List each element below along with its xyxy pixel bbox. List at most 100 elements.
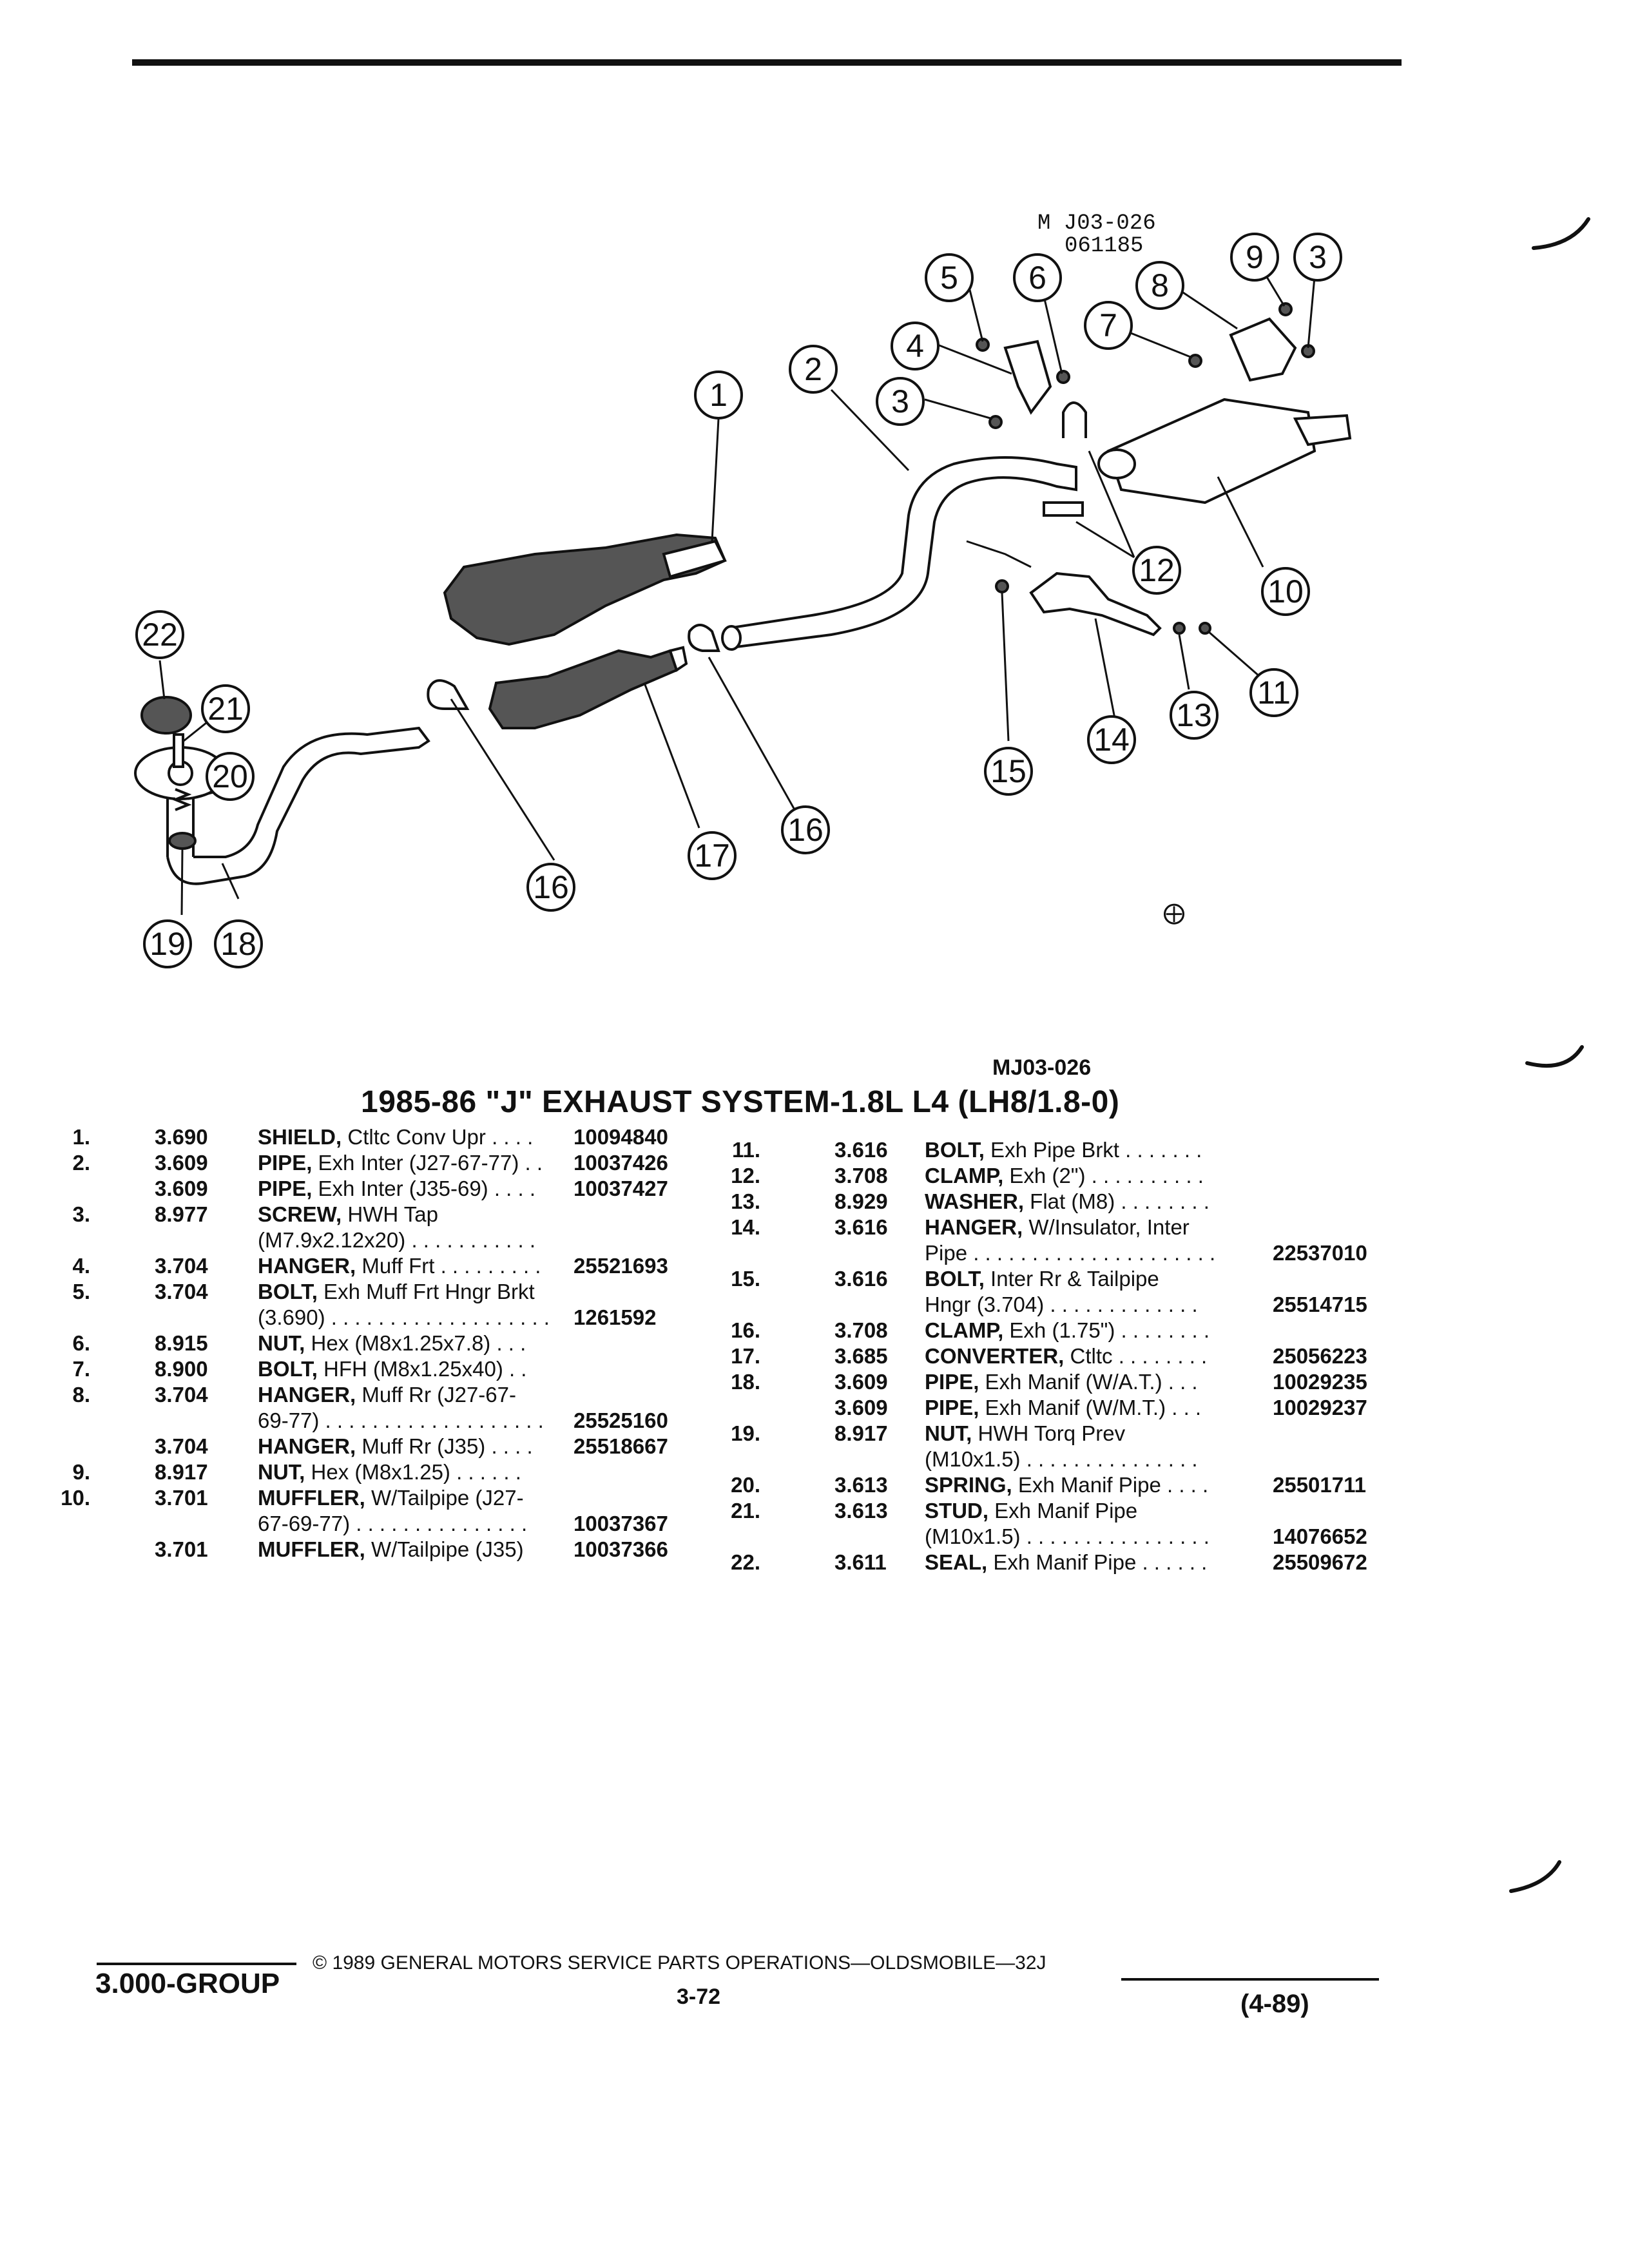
part-name: CLAMP, [925,1318,1004,1342]
part-name: PIPE, [258,1151,313,1175]
svg-text:11: 11 [1257,675,1291,711]
manifold-nut [168,832,197,850]
manifold-seal [140,696,192,735]
part-detail: 69-77) . . . . . . . . . . . . . . . . .… [258,1408,544,1432]
muffler-tailpipe [1293,414,1352,447]
part-description: CLAMP, Exh (2") . . . . . . . . . . [925,1163,1204,1189]
callout-19: 19 [143,919,192,968]
part-description: CONVERTER, Ctltc . . . . . . . . [925,1343,1207,1369]
heat-shield-band [662,539,727,579]
part-name: NUT, [925,1421,972,1445]
part-description: Hngr (3.704) . . . . . . . . . . . . . [925,1292,1198,1318]
svg-text:3: 3 [891,383,909,419]
part-detail: Exh Inter (J27-67-77) . . [312,1151,543,1175]
part-name: PIPE, [925,1370,979,1394]
footer-rule-left [97,1963,296,1965]
nut-6 [1056,370,1070,384]
part-description: BOLT, Exh Muff Frt Hngr Brkt [258,1279,535,1305]
callout-7: 7 [1084,301,1133,350]
part-number: 14076652 [1273,1524,1367,1548]
nut-9 [1278,302,1293,316]
inter-pipe-hanger [1029,572,1162,637]
part-number: 10094840 [574,1125,668,1149]
part-group-code: 3.708 [834,1318,888,1342]
part-description: 67-69-77) . . . . . . . . . . . . . . . [258,1511,527,1537]
front-muffler-hanger [1003,340,1052,415]
exhaust-diagram: M J03-026 061185 ⨁ [134,211,1352,968]
svg-text:16: 16 [787,812,824,848]
part-detail: HWH Tap [342,1202,438,1226]
part-group-code: 8.917 [155,1460,208,1484]
washer-13 [1173,622,1186,635]
callout-1: 1 [694,370,743,419]
part-name: SCREW, [258,1202,342,1226]
parts-row: (3.690) . . . . . . . . . . . . . . . . … [45,1305,715,1331]
part-detail: Exh Manif (W/A.T.) . . . [979,1370,1198,1394]
part-description: (3.690) . . . . . . . . . . . . . . . . … [258,1305,550,1331]
part-group-code: 3.616 [834,1215,888,1239]
callout-2: 2 [789,345,838,394]
converter-outlet [668,646,688,673]
part-number: 25509672 [1273,1550,1367,1574]
footer-group: 3.000-GROUP [95,1968,280,1999]
part-name: SEAL, [925,1550,988,1574]
part-description: BOLT, Exh Pipe Brkt . . . . . . . [925,1137,1202,1163]
part-description: MUFFLER, W/Tailpipe (J27- [258,1485,524,1511]
footer-date: (4-89) [1240,1990,1309,2018]
intermediate-pipe-inlet [721,625,742,651]
part-detail: Exh Pipe Brkt . . . . . . . [984,1138,1202,1162]
heat-shield [443,533,727,646]
bolt-7 [1188,354,1202,368]
part-description: SPRING, Exh Manif Pipe . . . . [925,1472,1208,1498]
callout-20: 20 [206,752,255,801]
part-name: BOLT, [258,1280,318,1303]
manifold-stud [173,733,184,768]
part-group-code: 3.701 [155,1486,208,1510]
manifold-pipe [166,726,430,885]
callout-3: 3 [876,377,925,426]
part-group-code: 3.609 [834,1396,888,1419]
part-number-index: 5. [72,1280,90,1303]
part-group-code: 3.613 [834,1499,888,1523]
part-number-index: 2. [72,1151,90,1175]
part-description: SHIELD, Ctltc Conv Upr . . . . [258,1124,533,1150]
callout-9: 9 [1230,233,1279,282]
part-number-index: 3. [72,1202,90,1226]
part-group-code: 8.917 [834,1421,888,1445]
part-group-code: 3.609 [155,1151,208,1175]
part-name: PIPE, [925,1396,979,1419]
part-number: 10037367 [574,1512,668,1535]
part-description: PIPE, Exh Manif (W/M.T.) . . . [925,1395,1201,1421]
parts-row: Hngr (3.704) . . . . . . . . . . . . .25… [715,1292,1379,1318]
part-detail: (M10x1.5) . . . . . . . . . . . . . . . [925,1447,1198,1471]
part-number-index: 6. [72,1331,90,1355]
svg-text:8: 8 [1151,267,1169,303]
part-number: 25056223 [1273,1344,1367,1368]
part-detail: Muff Frt . . . . . . . . . [356,1254,541,1278]
rear-muffler-hanger [1229,317,1297,382]
svg-text:13: 13 [1176,697,1212,733]
part-group-code: 3.704 [155,1434,208,1458]
muffler [1106,398,1316,505]
part-number-index: 4. [72,1254,90,1278]
part-detail: W/Tailpipe (J27- [365,1486,524,1510]
part-number: 10029235 [1273,1370,1367,1394]
svg-text:15: 15 [990,753,1027,789]
svg-text:16: 16 [533,869,569,905]
part-detail: HFH (M8x1.25x40) . . [317,1357,527,1381]
part-number-index: 8. [72,1383,90,1407]
part-number-index: 9. [72,1460,90,1484]
part-number-index: 18. [731,1370,760,1394]
part-group-code: 3.701 [155,1537,208,1561]
svg-text:1: 1 [709,377,728,413]
part-group-code: 8.900 [155,1357,208,1381]
